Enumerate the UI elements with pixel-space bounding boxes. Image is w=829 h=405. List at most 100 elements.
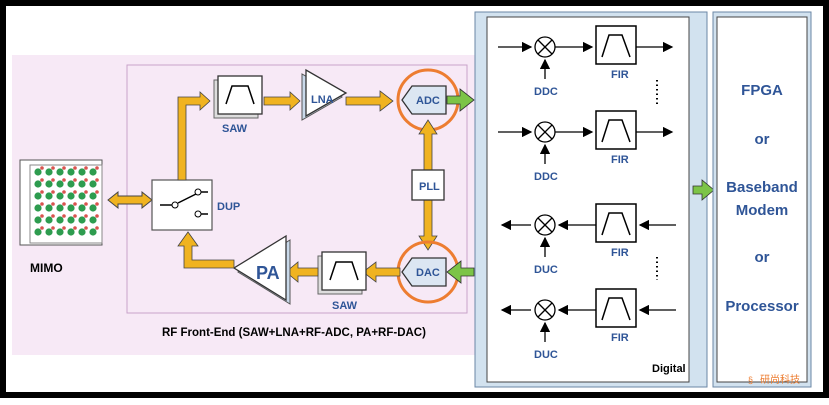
- antenna-element: [67, 228, 75, 236]
- converter-label: DUC: [534, 349, 558, 361]
- antenna-element: [89, 180, 97, 188]
- mixer-icon: [534, 36, 556, 58]
- antenna-element: [67, 192, 75, 200]
- antenna-element: [89, 168, 97, 176]
- converter-label: DUC: [534, 264, 558, 276]
- antenna-element-mark: [84, 166, 88, 170]
- antenna-element: [78, 216, 86, 224]
- saw-to-pa-arrow: [285, 261, 319, 283]
- mimo-label: MIMO: [30, 261, 63, 275]
- fir-label: FIR: [611, 154, 629, 166]
- antenna-element-mark: [40, 190, 44, 194]
- antenna-element-mark: [51, 166, 55, 170]
- lna-label: LNA: [311, 94, 334, 106]
- digital-chain-3: FIR DUC: [500, 203, 676, 276]
- antenna-element-mark: [95, 202, 99, 206]
- saw-filter-top-icon: [213, 75, 263, 119]
- antenna-element-mark: [40, 226, 44, 230]
- antenna-element: [45, 180, 53, 188]
- antenna-element: [34, 192, 42, 200]
- antenna-element-mark: [95, 190, 99, 194]
- antenna-element: [67, 180, 75, 188]
- antenna-element-mark: [73, 202, 77, 206]
- digital-to-dac-arrow: [446, 260, 475, 284]
- antenna-element: [45, 216, 53, 224]
- mimo-array-icon: [19, 159, 103, 246]
- antenna-element-mark: [51, 178, 55, 182]
- antenna-element: [45, 204, 53, 212]
- antenna-element-mark: [95, 166, 99, 170]
- antenna-element-mark: [95, 214, 99, 218]
- antenna-element: [67, 168, 75, 176]
- antenna-element: [67, 204, 75, 212]
- antenna-element-mark: [40, 166, 44, 170]
- antenna-element-mark: [84, 190, 88, 194]
- saw-filter-bottom-icon: [317, 251, 367, 295]
- fir-filter-icon: [595, 110, 637, 150]
- fir-filter-icon: [595, 203, 637, 243]
- antenna-element-mark: [62, 214, 66, 218]
- antenna-element: [56, 180, 64, 188]
- antenna-element-mark: [51, 190, 55, 194]
- antenna-element-mark: [62, 178, 66, 182]
- mixer-icon: [534, 214, 556, 236]
- antenna-element: [45, 192, 53, 200]
- antenna-element: [56, 228, 64, 236]
- digital-to-processor-arrow: [692, 179, 715, 201]
- antenna-element: [89, 228, 97, 236]
- dac-to-saw-arrow: [362, 261, 401, 283]
- fir-filter-icon: [595, 288, 637, 328]
- lna-amplifier-icon: [301, 68, 348, 121]
- antenna-element-mark: [73, 166, 77, 170]
- digital-panel: [486, 16, 690, 383]
- processor-line-1: FPGA: [741, 82, 783, 99]
- antenna-element-mark: [84, 214, 88, 218]
- watermark-logo-icon: §: [748, 375, 753, 385]
- antenna-element: [34, 180, 42, 188]
- antenna-element: [56, 192, 64, 200]
- processor-line-5: or: [755, 249, 770, 266]
- watermark: § 研尚科技: [748, 373, 800, 386]
- antenna-element: [34, 204, 42, 212]
- pa-to-dup-arrow: [177, 231, 235, 269]
- mixer-icon: [534, 299, 556, 321]
- adc-to-digital-arrow: [446, 88, 475, 112]
- watermark-text: 研尚科技: [760, 373, 800, 386]
- antenna-element-mark: [73, 226, 77, 230]
- pll-block: [411, 169, 445, 201]
- antenna-element: [34, 228, 42, 236]
- antenna-element-mark: [62, 190, 66, 194]
- adc-block: [401, 85, 447, 115]
- antenna-element-mark: [62, 226, 66, 230]
- processor-line-6: Processor: [725, 298, 799, 315]
- antenna-element-mark: [73, 190, 77, 194]
- antenna-element-mark: [40, 214, 44, 218]
- lna-to-adc-arrow: [345, 90, 394, 112]
- converter-label: DDC: [534, 171, 558, 183]
- pa-amplifier-icon: [232, 234, 291, 305]
- dac-label: DAC: [416, 267, 440, 279]
- mixer-icon: [534, 121, 556, 143]
- antenna-element: [78, 204, 86, 212]
- antenna-element-mark: [84, 202, 88, 206]
- antenna-element-mark: [95, 226, 99, 230]
- antenna-element: [78, 168, 86, 176]
- antenna-element-mark: [51, 214, 55, 218]
- antenna-element-mark: [40, 178, 44, 182]
- rf-frontend-caption: RF Front-End (SAW+LNA+RF-ADC, PA+RF-DAC): [162, 327, 426, 339]
- dup-to-saw-arrow: [177, 91, 211, 181]
- saw-top-label: SAW: [222, 123, 248, 135]
- dac-block: [401, 257, 447, 287]
- fir-filter-icon: [595, 25, 637, 65]
- antenna-element: [34, 168, 42, 176]
- antenna-element-mark: [84, 178, 88, 182]
- digital-chain-2: FIR DDC: [498, 110, 674, 183]
- antenna-element: [56, 216, 64, 224]
- antenna-element: [78, 192, 86, 200]
- fir-label: FIR: [611, 247, 629, 259]
